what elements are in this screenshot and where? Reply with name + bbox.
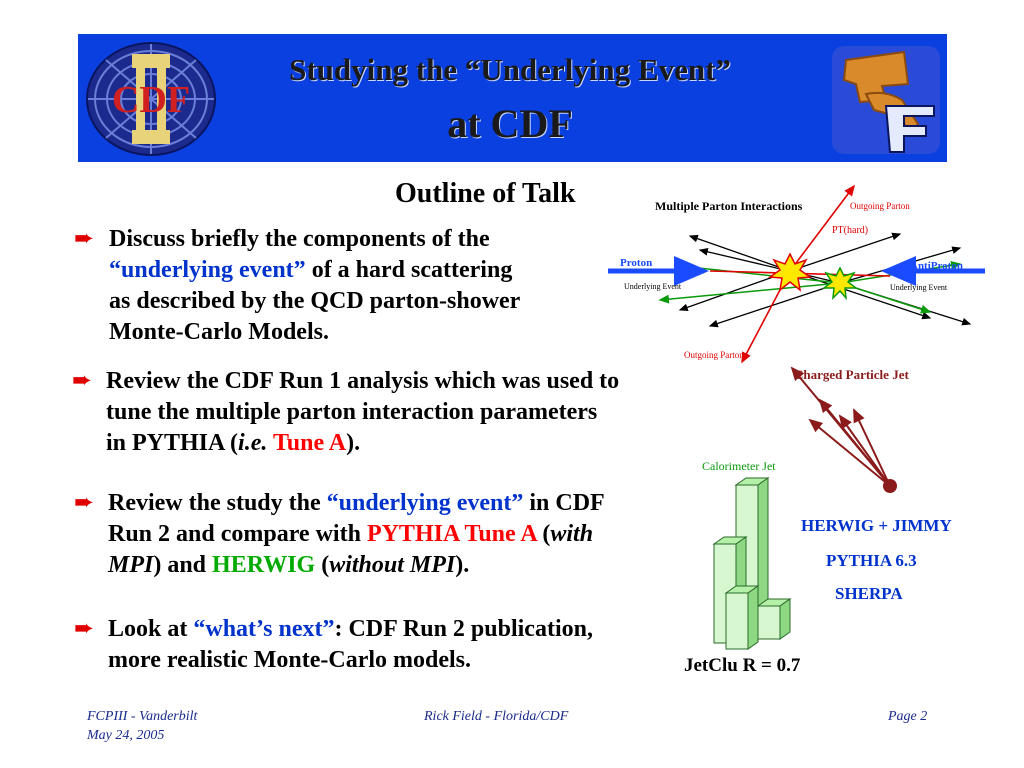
bullet-3-line3: MPI) and HERWIG (without MPI). <box>108 550 605 581</box>
b4-text-a: Look at <box>108 616 194 642</box>
b3-paren: ( <box>536 521 551 547</box>
slide-title-line2: at CDF <box>447 101 573 146</box>
outgoing-parton-bottom: Outgoing Parton <box>684 350 744 360</box>
bullet-arrow-icon: ➨ <box>74 614 95 642</box>
footer-page: Page 2 <box>888 709 928 724</box>
bullet-4-line1: Look at “what’s next”: CDF Run 2 publica… <box>108 614 593 645</box>
mpi-title: Multiple Parton Interactions <box>655 199 803 213</box>
bullet-1-line2-rest: of a hard scattering <box>305 257 513 283</box>
jetclu-label: JetClu R = 0.7 <box>684 655 801 676</box>
jet-figure: Charged Particle Jet Calorimeter Jet Jet… <box>684 366 909 676</box>
outgoing-parton-top: Outgoing Parton <box>850 201 910 211</box>
pythia-tune-a-term: PYTHIA Tune A <box>366 521 537 547</box>
bullet-arrow-icon: ➨ <box>74 224 95 252</box>
tune-a-term: Tune A <box>272 430 347 456</box>
bullet-3-line2: Run 2 and compare with PYTHIA Tune A (wi… <box>108 519 605 550</box>
footer-author: Rick Field - Florida/CDF <box>424 709 569 724</box>
b3-underlying-term: “underlying event” <box>326 490 524 516</box>
proton-label: Proton <box>620 257 652 269</box>
bullet-1: Discuss briefly the components of the “u… <box>109 224 520 348</box>
charged-jet-label: Charged Particle Jet <box>794 367 909 382</box>
cdf-logo-numeral: II <box>84 40 85 41</box>
pt-hard-label: PT(hard) <box>832 225 868 236</box>
b2-close: ). <box>346 430 361 456</box>
uf-logo-text: UF <box>826 40 828 41</box>
b3-mpi: MPI <box>108 552 154 578</box>
bullet-1-line2: “underlying event” of a hard scattering <box>109 255 520 286</box>
antiproton-label: AntiProton <box>910 260 963 272</box>
underlying-event-left: Underlying Event <box>624 282 682 291</box>
bullet-2: Review the CDF Run 1 analysis which was … <box>106 366 619 459</box>
collision-star-icon <box>767 252 813 292</box>
bullet-3-line1: Review the study the “underlying event” … <box>108 488 605 519</box>
b3-and: ) and <box>153 552 213 578</box>
bullet-1-line1: Discuss briefly the components of the <box>109 226 490 252</box>
b3-with: with <box>550 521 594 547</box>
b3-text-a: Review the study the <box>108 490 327 516</box>
slide-title-line1: Studying the “Underlying Event” <box>289 52 731 87</box>
collision-star-icon <box>821 266 859 301</box>
underlying-event-right: Underlying Event <box>890 283 948 292</box>
underlying-event-term: “underlying event” <box>109 257 306 283</box>
b3-text-d: Run 2 and compare with <box>108 521 367 547</box>
outline-heading: Outline of Talk <box>395 178 576 209</box>
bullet-2-line1: Review the CDF Run 1 analysis which was … <box>106 368 620 394</box>
mpi-diagram: Multiple Parton Interactions Outgoing Pa… <box>608 184 985 364</box>
bullet-2-line2: tune the multiple parton interaction par… <box>106 399 598 425</box>
b4-text-c: : CDF Run 2 publication, <box>334 616 593 642</box>
vertex-dot <box>883 479 897 493</box>
uf-logo: UF <box>826 40 940 154</box>
bullet-2-line3: in PYTHIA (i.e. Tune A). <box>106 428 619 459</box>
calorimeter-jet-label: Calorimeter Jet <box>702 459 776 473</box>
bullet-1-line4: Monte-Carlo Models. <box>109 319 329 345</box>
footer-date: May 24, 2005 <box>87 728 165 743</box>
whats-next-term: “what’s next” <box>193 616 335 642</box>
cdf-logo: CDF II <box>84 40 216 156</box>
b3-text-c: in CDF <box>523 490 605 516</box>
b2-text-a: in PYTHIA ( <box>106 430 239 456</box>
bullet-4-line2: more realistic Monte-Carlo models. <box>108 647 472 673</box>
bullet-4: Look at “what’s next”: CDF Run 2 publica… <box>108 614 593 676</box>
herwig-term: HERWIG <box>212 552 316 578</box>
bullet-1-line3: as described by the QCD parton-shower <box>109 288 521 314</box>
b3-close: ). <box>455 552 470 578</box>
title-banner <box>78 34 947 162</box>
bullet-arrow-icon: ➨ <box>72 366 93 394</box>
b2-ie: i.e. <box>238 430 268 456</box>
footer-venue: FCPIII - Vanderbilt <box>87 709 198 724</box>
cdf-logo-text: CDF <box>112 79 190 121</box>
bullet-3: Review the study the “underlying event” … <box>108 488 605 581</box>
b3-paren2: ( <box>315 552 330 578</box>
model-pythia: PYTHIA 6.3 <box>826 551 917 570</box>
model-herwig-jimmy: HERWIG + JIMMY <box>801 516 952 535</box>
model-sherpa: SHERPA <box>835 584 903 603</box>
bullet-arrow-icon: ➨ <box>74 488 95 516</box>
b3-without-mpi: without MPI <box>329 552 456 578</box>
